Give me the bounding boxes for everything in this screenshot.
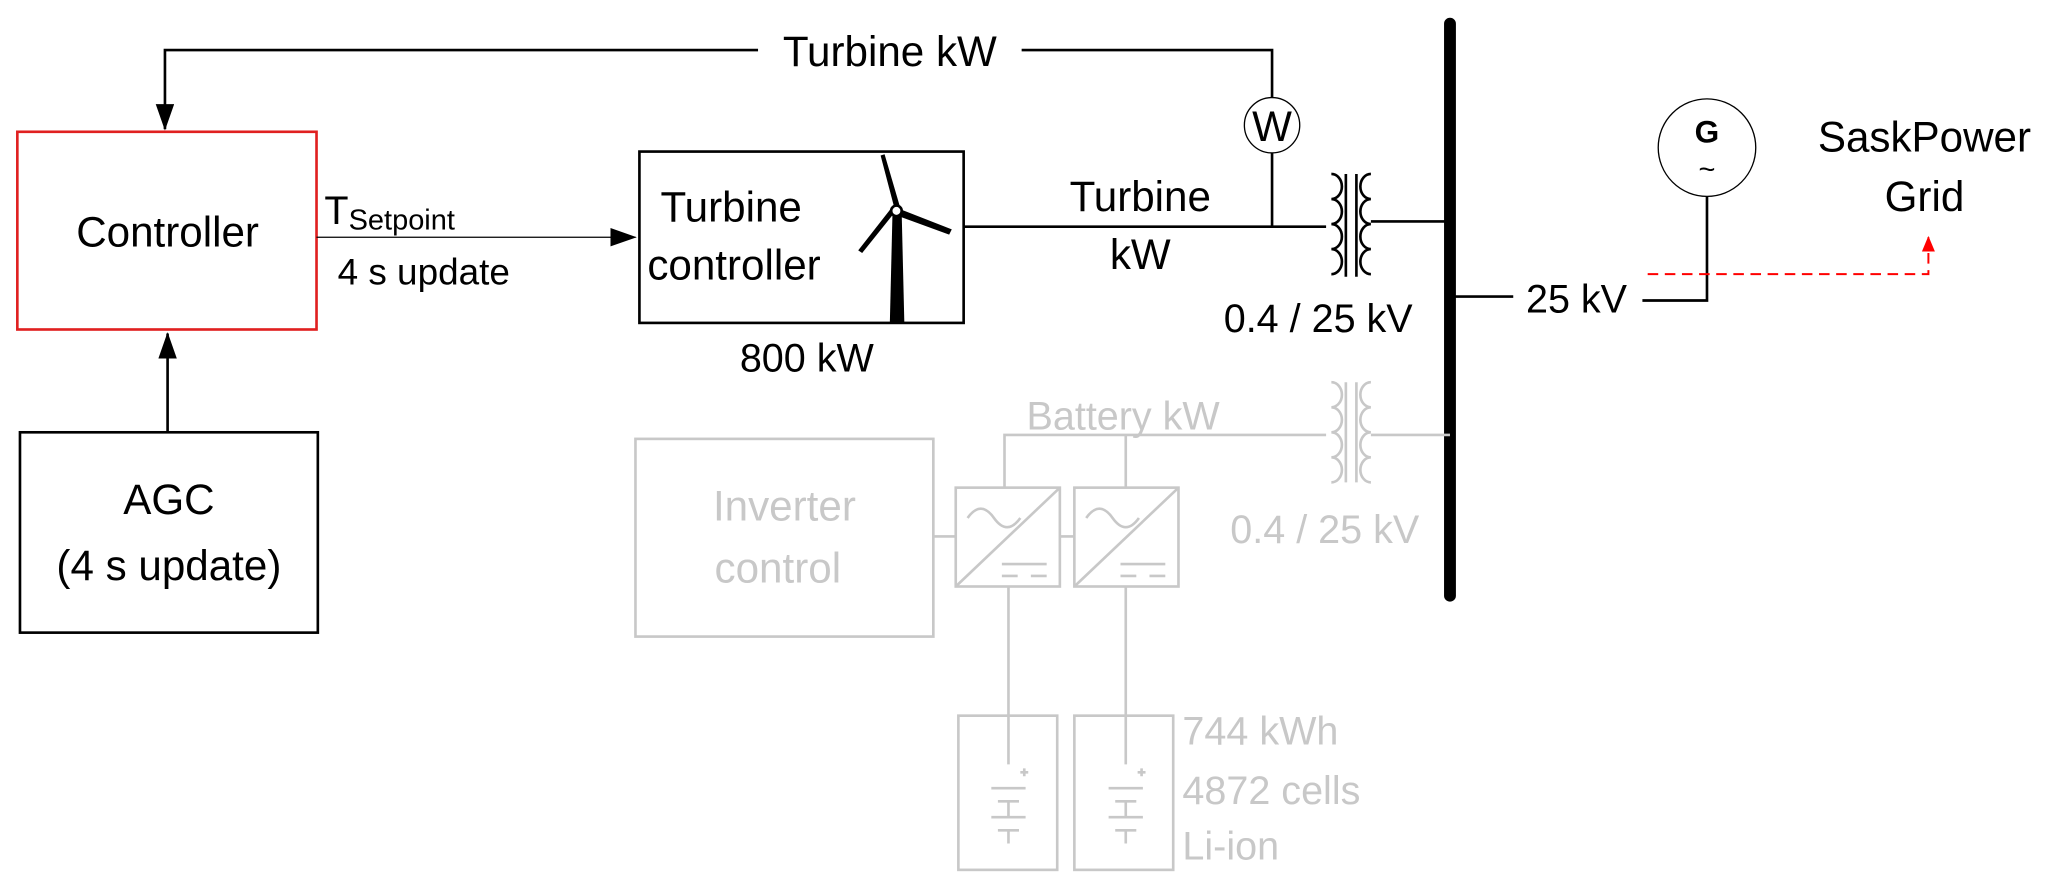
meter-label: W	[1252, 103, 1292, 150]
battery-icon	[1073, 714, 1175, 872]
grid-label-2: Grid	[1885, 173, 1965, 220]
agc-label: AGC	[123, 476, 214, 523]
wind-turbine-icon	[858, 154, 952, 323]
grid-connection-line	[1449, 196, 1709, 302]
inverter-icon	[954, 486, 1062, 588]
turbine-power-line	[963, 152, 1327, 229]
generator-label: G	[1695, 113, 1720, 149]
dc-lines	[1007, 586, 1128, 765]
bus-voltage: 25 kV	[1526, 277, 1628, 321]
turbine-controller-label-2: controller	[647, 241, 820, 288]
controller-label: Controller	[76, 208, 259, 255]
grid-link-arrow	[1647, 235, 1935, 276]
battery-cells: 4872 cells	[1182, 769, 1360, 813]
generator-icon	[1657, 98, 1757, 198]
agc-rate: (4 s update)	[56, 542, 281, 589]
setpoint-symbol: TSetpoint	[324, 189, 455, 236]
grid-label-1: SaskPower	[1818, 114, 2031, 161]
battery-capacity: 744 kWh	[1182, 710, 1338, 754]
feedback-line	[155, 48, 1274, 131]
inverter-control-label-1: Inverter	[713, 483, 856, 530]
turbine-line-label-1: Turbine	[1070, 173, 1211, 220]
transformer2-label: 0.4 / 25 kV	[1230, 508, 1420, 552]
setpoint-rate: 4 s update	[338, 252, 510, 293]
inverter-control-label-2: control	[715, 545, 842, 592]
battery-chemistry: Li-ion	[1182, 824, 1279, 868]
controller-box	[16, 130, 318, 331]
turbine-line-label-2: kW	[1110, 231, 1171, 278]
transformer2-icon	[1331, 380, 1450, 484]
turbine-rating: 800 kW	[740, 337, 875, 381]
agc-box	[18, 430, 320, 634]
transformer-icon	[1331, 172, 1450, 277]
battery-line-label: Battery kW	[1027, 395, 1221, 439]
transformer1-label: 0.4 / 25 kV	[1224, 297, 1414, 341]
battery-power-line	[1003, 433, 1327, 488]
inverter-control-box	[634, 437, 935, 638]
turbine-controller-box	[638, 150, 965, 325]
generator-wave: ~	[1699, 154, 1716, 186]
battery-icon	[957, 714, 1059, 872]
turbine-controller-label-1: Turbine	[661, 183, 802, 230]
inverter-icon	[1073, 486, 1180, 588]
feedback-label: Turbine kW	[783, 28, 997, 75]
